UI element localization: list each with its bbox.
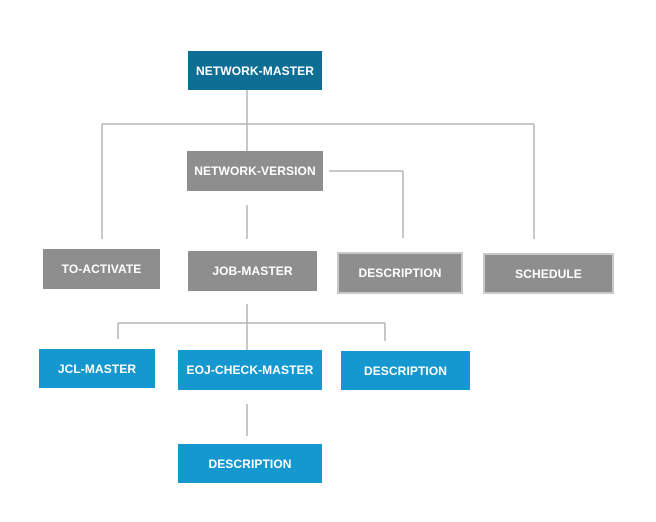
node-label: DESCRIPTION xyxy=(358,266,442,280)
node-label: TO-ACTIVATE xyxy=(61,262,142,276)
node-to-activate: TO-ACTIVATE xyxy=(43,249,160,289)
node-schedule: SCHEDULE xyxy=(483,253,614,294)
node-label: EOJ-CHECK-MASTER xyxy=(186,363,314,377)
node-description-eoj: DESCRIPTION xyxy=(178,444,322,483)
node-job-master: JOB-MASTER xyxy=(188,251,317,291)
node-label: JCL-MASTER xyxy=(57,361,137,376)
node-network-version: NETWORK-VERSION xyxy=(187,151,323,191)
node-jcl-master: JCL-MASTER xyxy=(39,349,155,388)
node-network-master: NETWORK-MASTER xyxy=(188,51,322,90)
node-description-job: DESCRIPTION xyxy=(341,351,470,390)
node-label: NETWORK-MASTER xyxy=(195,63,315,78)
node-description-version: DESCRIPTION xyxy=(337,252,463,294)
node-eoj-check-master: EOJ-CHECK-MASTER xyxy=(178,350,322,390)
node-label: DESCRIPTION xyxy=(208,456,292,471)
node-label: DESCRIPTION xyxy=(363,363,448,378)
node-label: JOB-MASTER xyxy=(212,264,293,278)
node-label: SCHEDULE xyxy=(515,266,582,281)
node-label: NETWORK-VERSION xyxy=(194,164,316,178)
